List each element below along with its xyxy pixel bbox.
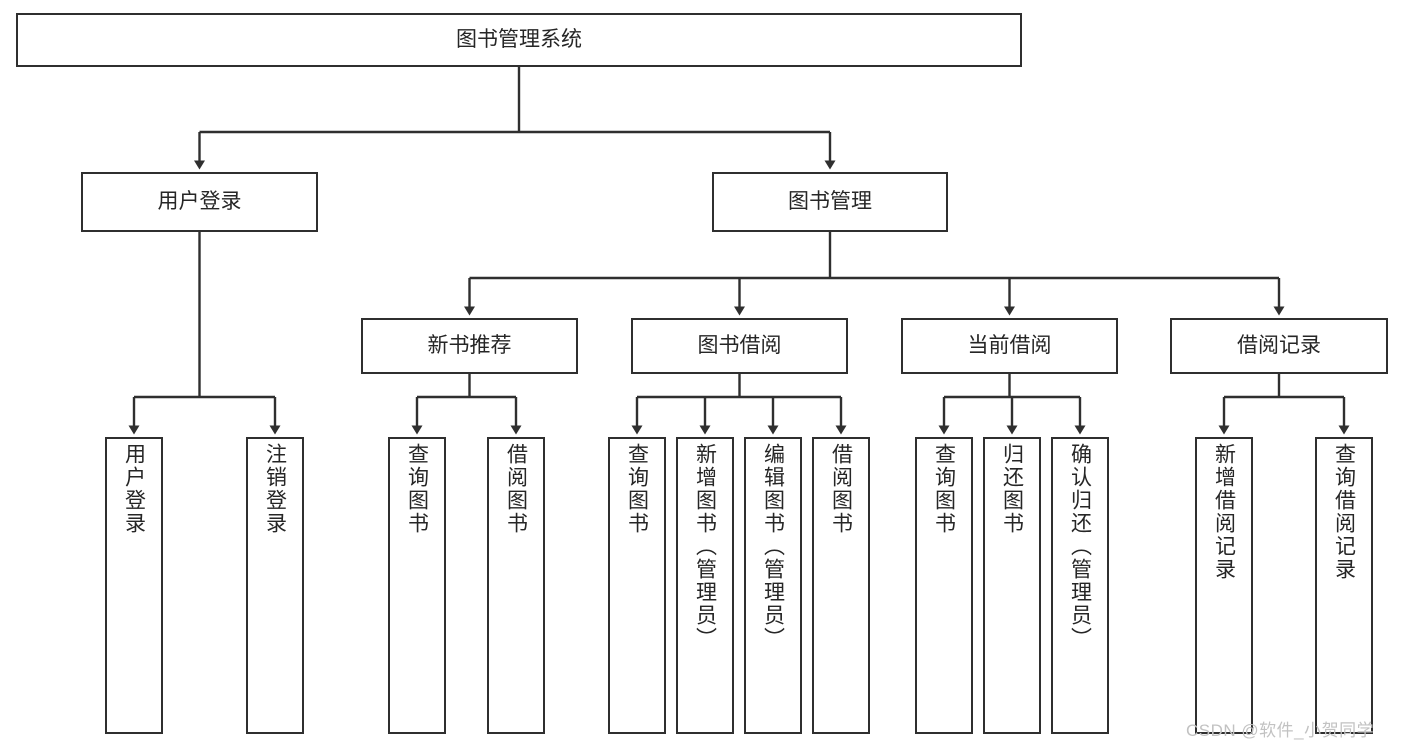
- leaf-query-book-3[interactable]: 查询图书: [915, 437, 973, 734]
- node-user-login-label: 用户登录: [157, 189, 242, 213]
- leaf-return-book-label: 归还图书: [1000, 443, 1024, 535]
- leaf-borrow-book-1-label: 借阅图书: [504, 443, 528, 535]
- leaf-query-book-3-label: 查询图书: [932, 443, 956, 535]
- leaf-confirm-return[interactable]: 确认归还（管理员）: [1051, 437, 1109, 734]
- node-root-label: 图书管理系统: [456, 27, 582, 51]
- leaf-add-borrow-record[interactable]: 新增借阅记录: [1195, 437, 1253, 734]
- node-current-borrow[interactable]: 当前借阅: [901, 318, 1118, 374]
- leaf-logout[interactable]: 注销登录: [246, 437, 304, 734]
- leaf-borrow-book-2[interactable]: 借阅图书: [812, 437, 870, 734]
- leaf-borrow-book-2-label: 借阅图书: [829, 443, 853, 535]
- node-book-manage[interactable]: 图书管理: [712, 172, 948, 232]
- leaf-query-borrow-record-label: 查询借阅记录: [1332, 443, 1356, 581]
- node-user-login[interactable]: 用户登录: [81, 172, 318, 232]
- leaf-user-login[interactable]: 用户登录: [105, 437, 163, 734]
- leaf-query-borrow-record[interactable]: 查询借阅记录: [1315, 437, 1373, 734]
- leaf-add-book[interactable]: 新增图书（管理员）: [676, 437, 734, 734]
- leaf-edit-book-label: 编辑图书（管理员）: [761, 443, 785, 650]
- leaf-query-book-1[interactable]: 查询图书: [388, 437, 446, 734]
- leaf-borrow-book-1[interactable]: 借阅图书: [487, 437, 545, 734]
- leaf-confirm-return-label: 确认归还（管理员）: [1068, 443, 1092, 650]
- leaf-logout-label: 注销登录: [263, 443, 287, 535]
- leaf-user-login-label: 用户登录: [122, 443, 146, 535]
- node-book-manage-label: 图书管理: [788, 189, 872, 213]
- node-book-borrow-label: 图书借阅: [697, 333, 782, 357]
- leaf-add-book-label: 新增图书（管理员）: [693, 443, 717, 650]
- node-new-book-recommend[interactable]: 新书推荐: [361, 318, 578, 374]
- leaf-edit-book[interactable]: 编辑图书（管理员）: [744, 437, 802, 734]
- node-root[interactable]: 图书管理系统: [16, 13, 1022, 67]
- node-borrow-record-label: 借阅记录: [1237, 333, 1321, 357]
- node-borrow-record[interactable]: 借阅记录: [1170, 318, 1388, 374]
- leaf-add-borrow-record-label: 新增借阅记录: [1212, 443, 1236, 581]
- node-current-borrow-label: 当前借阅: [967, 333, 1052, 357]
- leaf-return-book[interactable]: 归还图书: [983, 437, 1041, 734]
- leaf-query-book-1-label: 查询图书: [405, 443, 429, 535]
- node-new-book-recommend-label: 新书推荐: [427, 333, 512, 357]
- leaf-query-book-2-label: 查询图书: [625, 443, 649, 535]
- leaf-query-book-2[interactable]: 查询图书: [608, 437, 666, 734]
- node-book-borrow[interactable]: 图书借阅: [631, 318, 848, 374]
